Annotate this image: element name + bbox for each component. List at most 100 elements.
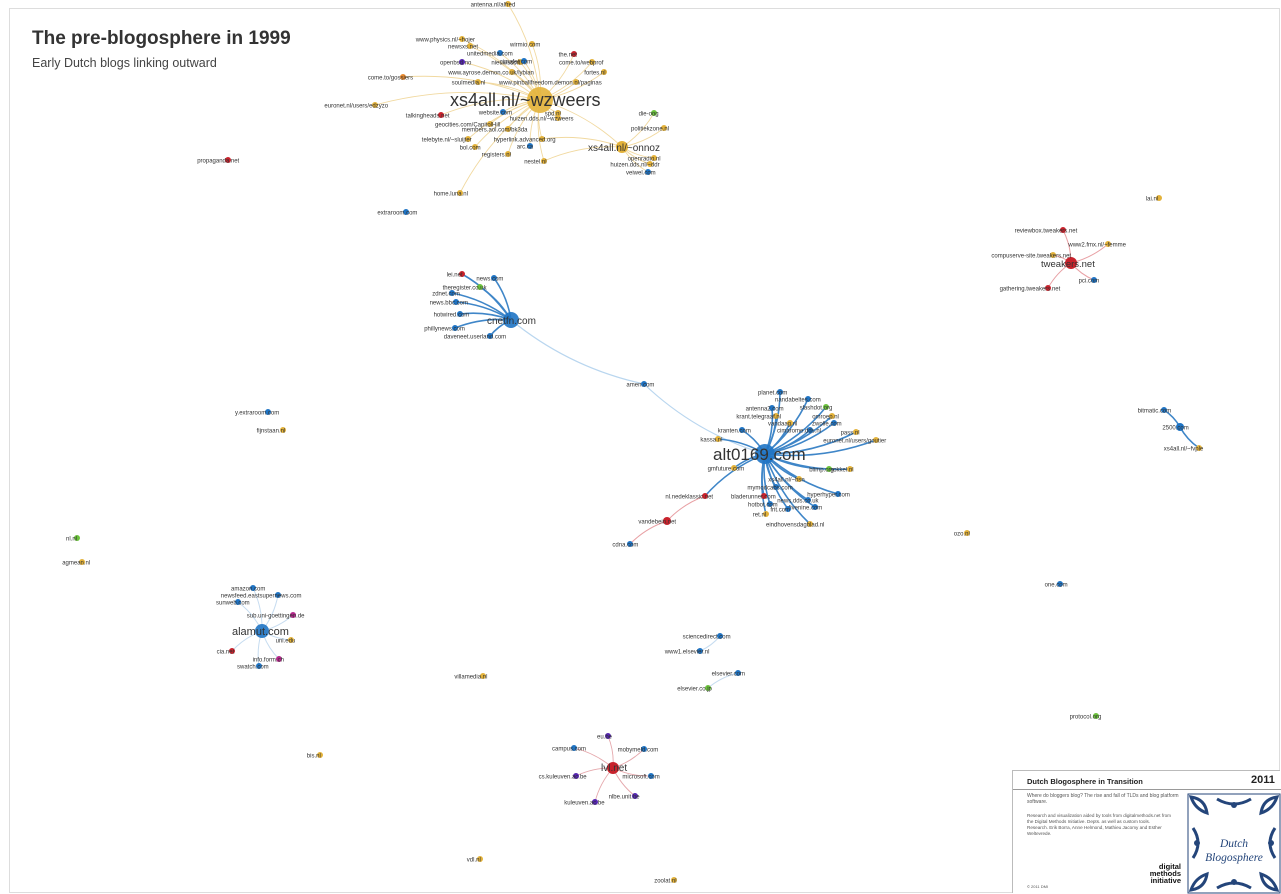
- node-dot: [605, 733, 611, 739]
- node-dot: [829, 413, 835, 419]
- node-label: zdnet.com: [432, 292, 460, 298]
- node-dot: [438, 112, 444, 118]
- node-dot: [475, 79, 481, 85]
- node-label: bitmatic.com: [1138, 409, 1172, 415]
- network-node: slashdot.org: [800, 404, 833, 412]
- network-node: compuserve-site.tweakers.net: [991, 252, 1071, 260]
- node-label: fijnstaan.nl: [257, 429, 286, 435]
- network-node: theregister.co.uk: [443, 284, 488, 292]
- node-label: lvl.net: [601, 763, 627, 774]
- node-dot: [472, 144, 478, 150]
- network-node: talkingheads.net: [406, 112, 450, 120]
- node-label: openbsd.no: [440, 61, 472, 67]
- node-dot: [1176, 423, 1184, 431]
- node-label: cs.kuleuven.ac.be: [539, 775, 588, 781]
- legend-body-text: Research and visualization aided by tool…: [1027, 813, 1172, 824]
- network-node: newsfeed.eastsupernews.com: [221, 592, 302, 600]
- node-dot: [835, 491, 841, 497]
- node-label: xs4all.nl/~bsn: [768, 478, 805, 484]
- legend-title: Dutch Blogosphere in Transition: [1027, 777, 1143, 786]
- node-label: amazon.com: [231, 587, 265, 593]
- node-dot: [505, 151, 511, 157]
- node-label: the.net: [559, 53, 578, 59]
- node-dot: [1091, 277, 1097, 283]
- node-label: sciencedirect.com: [683, 635, 731, 641]
- node-dot: [497, 50, 503, 56]
- node-dot: [555, 115, 561, 121]
- network-node: huizen.dds.nl/~ddr: [610, 161, 660, 169]
- network-node: vdl.nl: [467, 856, 483, 864]
- network-node: home.luna.nl: [434, 190, 468, 198]
- node-label: alamut.com: [232, 626, 289, 638]
- node-label: omroep.nl: [812, 415, 839, 421]
- legend-header: Dutch Blogosphere in Transition 2011: [1013, 771, 1281, 790]
- node-dot: [1105, 241, 1111, 247]
- node-label: nieuwsdorf.nl: [491, 61, 526, 67]
- node-label: arc.ca: [517, 145, 534, 151]
- network-node: blimp.org: [809, 466, 834, 474]
- node-label: propaganda.net: [197, 159, 239, 165]
- node-dot: [641, 381, 647, 387]
- network-node: kranten.com: [718, 427, 751, 435]
- network-node: cia.net: [217, 648, 235, 656]
- node-label: slashdot.org: [800, 406, 833, 412]
- network-edge: [541, 136, 623, 148]
- network-node: 2500.com: [1162, 423, 1189, 432]
- node-label: frit.com: [770, 508, 790, 514]
- network-node: fortes.nl: [584, 69, 607, 77]
- node-label: huizen.dds.nl/~wzweers: [510, 117, 574, 123]
- node-label: wirmio.com: [509, 43, 540, 49]
- node-label: elsevier.co.jp: [677, 687, 712, 693]
- node-label: die-oog: [639, 112, 659, 118]
- network-node: vandebein.net: [638, 517, 676, 526]
- network-node: members.aol.com/bk3da: [462, 126, 528, 134]
- node-dot: [641, 746, 647, 752]
- network-node: eu.be: [597, 733, 613, 741]
- network-node: nandabeltes.com: [775, 396, 821, 404]
- legend-panel: Dutch Blogosphere in Transition 2011 Whe…: [1012, 770, 1281, 894]
- network-node: www.physics.nl/~hojer: [415, 36, 475, 44]
- node-dot: [1057, 581, 1063, 587]
- legend-research-text: Research. Erik Borra, Anne Helmond, Math…: [1027, 825, 1162, 836]
- node-label: news.dds.co.uk: [777, 499, 819, 505]
- network-node: campus.com: [552, 745, 586, 753]
- network-node: one.com: [1045, 581, 1068, 589]
- node-dot: [317, 752, 323, 758]
- node-dot: [805, 396, 811, 402]
- network-node: news.dds.co.uk: [777, 497, 820, 505]
- network-node: amazon.com: [231, 585, 265, 593]
- node-label: ozo.nl: [954, 532, 970, 538]
- node-dot: [280, 427, 286, 433]
- node-label: zoolat.nl: [654, 879, 676, 885]
- node-label: cimafet.com: [500, 60, 532, 66]
- node-dot: [79, 559, 85, 565]
- legend-body: Research and visualization aided by tool…: [1027, 813, 1177, 837]
- delft-tile-image: Dutch Blogosphere: [1187, 793, 1281, 894]
- node-label: vdl.nl: [467, 858, 481, 864]
- node-label: nl.nl: [66, 537, 77, 543]
- node-label: hotwired.com: [434, 313, 470, 319]
- node-dot: [521, 58, 527, 64]
- node-label: fortes.nl: [584, 71, 605, 77]
- node-label: gmfuture.com: [708, 467, 745, 473]
- node-label: members.aol.com/bk3da: [462, 128, 528, 134]
- node-dot: [505, 1, 511, 7]
- node-dot: [853, 429, 859, 435]
- node-label: phillynews.com: [424, 327, 465, 333]
- node-label: one.com: [1045, 583, 1068, 589]
- node-dot: [527, 87, 553, 113]
- tile-caption-line: Dutch: [1219, 838, 1249, 850]
- node-dot: [812, 504, 818, 510]
- node-dot: [616, 141, 628, 153]
- node-label: daveneet.userland.com: [444, 335, 506, 341]
- node-dot: [671, 877, 677, 883]
- node-dot: [627, 541, 633, 547]
- node-dot: [255, 624, 269, 638]
- node-label: campus.com: [552, 747, 586, 753]
- node-label: mobymeld.com: [618, 748, 659, 754]
- node-dot: [847, 466, 853, 472]
- network-node: bol.com: [460, 144, 481, 152]
- network-node: krant.telegraaf.nl: [736, 413, 781, 421]
- node-label: sunweb.com: [216, 601, 250, 607]
- network-node: wirmio.com: [509, 41, 540, 49]
